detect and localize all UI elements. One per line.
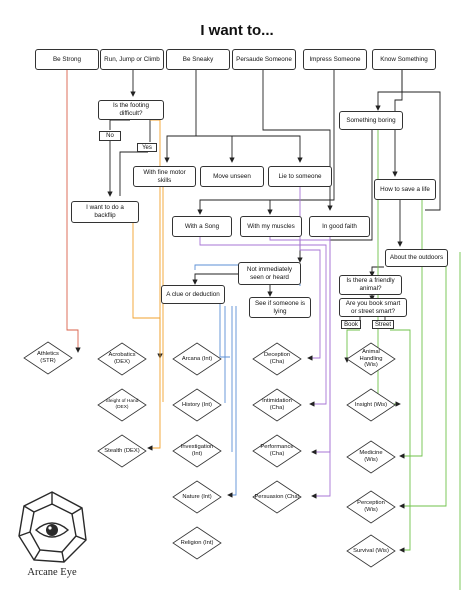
something-boring-node: Something boring — [339, 111, 403, 130]
arcane-eye-logo — [18, 491, 87, 563]
connector — [297, 128, 373, 263]
good-faith-node: In good faith — [309, 216, 370, 237]
connector — [192, 273, 240, 285]
skill-investigation: Investigation (Int) — [172, 434, 222, 468]
wis-connector — [399, 252, 447, 509]
wis-connector — [344, 329, 360, 363]
skill-intimidation: Intimidation (Cha) — [252, 388, 302, 422]
footing-question-node: Is the footing difficult? — [98, 100, 164, 120]
str-connector — [66, 70, 81, 353]
int-connector — [227, 306, 237, 498]
connector — [119, 151, 148, 196]
connector — [109, 119, 130, 130]
skill-stealth: Stealth (DEX) — [97, 434, 147, 468]
skill-acrobatics: Acrobatics (DEX) — [97, 342, 147, 376]
save-life-node: How to save a life — [374, 179, 436, 200]
skill-perception: Perception (Wis) — [346, 490, 396, 524]
connector — [262, 70, 333, 211]
connector — [197, 199, 270, 215]
connector — [267, 70, 335, 215]
skill-insight: Insight (Wis) — [346, 388, 396, 422]
skill-performance: Performance (Cha) — [252, 434, 302, 468]
skill-religion: Religion (Int) — [172, 526, 222, 560]
brand-wordmark: Arcane Eye — [27, 567, 77, 578]
move-unseen-node: Move unseen — [200, 166, 264, 187]
impress-node: Impress Someone — [303, 49, 367, 70]
connector — [232, 135, 303, 163]
not-immediately-node: Not immediately seen or heard — [238, 262, 301, 285]
wis-connector — [399, 200, 423, 459]
song-node: With a Song — [172, 216, 232, 237]
persuade-node: Persaude Someone — [232, 49, 296, 70]
connector — [402, 91, 441, 211]
skill-arcana: Arcana (Int) — [172, 342, 222, 376]
street-label: Street — [372, 320, 394, 329]
skill-nature: Nature (Int) — [172, 480, 222, 514]
cha-connector — [199, 234, 327, 407]
clue-node: A clue or deduction — [161, 285, 225, 304]
yes-label: Yes — [137, 143, 157, 152]
dex-connector — [147, 119, 161, 451]
connector — [392, 70, 403, 177]
int-connector — [219, 300, 230, 358]
backflip-node: I want to do a backflip — [71, 201, 139, 223]
connector — [375, 70, 403, 111]
dex-connector — [132, 210, 163, 359]
outdoors-node: About the outdoors — [385, 249, 448, 267]
lie-node: Lie to someone — [268, 166, 332, 187]
skill-athletics: Athletics (STR) — [23, 341, 73, 375]
skill-survival: Survival (Wis) — [346, 534, 396, 568]
cha-connector — [311, 232, 331, 499]
connector — [164, 70, 197, 163]
skill-history: History (Int) — [172, 388, 222, 422]
run-jump-climb-node: Run, Jump or Climb — [100, 49, 164, 70]
book-street-node: Are you book smart or street smart? — [339, 298, 407, 317]
skill-medicine: Medicine (Wis) — [346, 440, 396, 474]
skill-sleight-of-hand: Sleight of Hand (DEX) — [97, 388, 147, 422]
cha-connector — [299, 184, 321, 361]
fine-motor-node: With fine motor skills — [133, 166, 196, 187]
be-sneaky-node: Be Sneaky — [166, 49, 230, 70]
skill-animal-handling: Animal Handling (Wis) — [346, 342, 396, 376]
be-strong-node: Be Strong — [35, 49, 99, 70]
wis-connector — [390, 329, 411, 553]
skill-deception: Deception (Cha) — [252, 342, 302, 376]
friendly-animal-node: Is there a friendly animal? — [339, 275, 402, 295]
skill-persuasion: Persuasion (Cha) — [252, 480, 302, 514]
see-lying-node: See if someone is lying — [249, 297, 311, 318]
connector — [369, 266, 384, 277]
know-something-node: Know Something — [372, 49, 436, 70]
book-label: Book — [341, 320, 361, 329]
no-label: No — [99, 131, 121, 141]
diagram-title: I want to... — [200, 22, 274, 39]
muscles-node: With my muscles — [240, 216, 302, 237]
connector — [196, 135, 235, 163]
